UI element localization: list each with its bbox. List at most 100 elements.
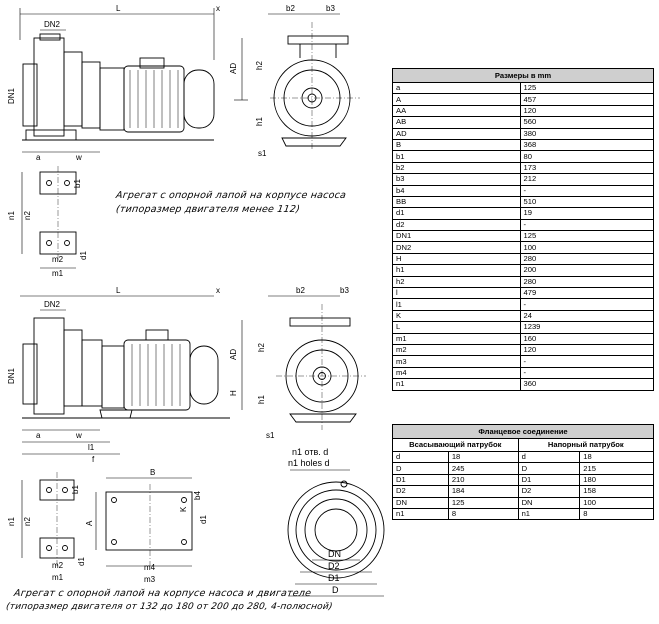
dim-label-AD: AD (229, 63, 238, 74)
dimension-value-cell: 100 (519, 241, 654, 254)
table-row: l1- (392, 298, 654, 311)
dim-label-DN1-bottom: DN1 (7, 367, 16, 384)
flange-value-cell: 8 (579, 507, 654, 521)
flange-holes-label-en: n1 holes d (288, 458, 330, 468)
top-front-view (268, 13, 360, 150)
dimension-value-cell: 479 (519, 287, 654, 300)
dim-label-A: A (85, 520, 94, 526)
dimension-name-cell: a (392, 81, 521, 95)
dimension-name-cell: B (392, 138, 521, 152)
dimension-name-cell: AB (392, 116, 521, 129)
flange-value-cell: 125 (447, 496, 519, 509)
flange-label-D2: D2 (328, 561, 340, 571)
dimension-value-cell: 380 (519, 127, 654, 140)
table-row: m3- (392, 355, 654, 368)
dimension-value-cell: - (519, 355, 654, 368)
technical-drawing: L DN2 x b2 b3 AD DN1 h2 h1 a w s1 b1 n1 … (7, 4, 385, 597)
flange-label-D: D (332, 585, 339, 595)
dim-label-m4: m4 (144, 563, 156, 572)
bottom-front-view (268, 295, 366, 430)
dimension-value-cell: 1239 (519, 321, 654, 334)
dim-label-d1-bottom: d1 (77, 557, 86, 566)
dimension-value-cell: 212 (519, 173, 654, 186)
dimension-name-cell: l (392, 287, 521, 300)
dimension-name-cell: m2 (392, 343, 521, 357)
dim-label-DN1: DN1 (7, 87, 16, 104)
dimension-value-cell: 173 (519, 161, 654, 175)
dimension-value-cell: - (519, 366, 654, 380)
dimension-name-cell: DN2 (392, 241, 521, 254)
dim-label-b4: b4 (193, 491, 202, 500)
dimension-value-cell: 24 (519, 309, 654, 323)
flange-holes-label-ru: n1 отв. d (292, 447, 328, 457)
dim-label-b1-bottom: b1 (71, 485, 80, 494)
dimension-name-cell: L (392, 321, 521, 334)
flange-param-cell: D (392, 462, 449, 475)
flange-param-cell: D (517, 462, 581, 475)
dimension-value-cell: 80 (519, 150, 654, 163)
dimension-name-cell: l1 (392, 298, 521, 311)
dim-label-L-bottom: L (116, 286, 121, 295)
dimension-name-cell: K (392, 309, 521, 323)
flange-param-cell: D1 (517, 473, 581, 487)
flange-param-cell: d (517, 450, 581, 464)
flange-value-cell: 210 (447, 473, 519, 487)
dim-label-n1-bottom: n1 (7, 517, 16, 526)
dimension-name-cell: H (392, 252, 521, 266)
dimensions-table-title: Размеры в mm (392, 68, 654, 83)
dimension-name-cell: h1 (392, 264, 521, 277)
dimension-value-cell: 120 (519, 343, 654, 357)
dimension-name-cell: b3 (392, 173, 521, 186)
dimension-value-cell: 120 (519, 104, 654, 118)
flange-value-cell: 180 (579, 473, 654, 487)
dimension-name-cell: d2 (392, 218, 521, 232)
dim-label-B: B (150, 468, 155, 477)
flange-detail (287, 469, 385, 597)
dim-label-m2-bottom: m2 (52, 561, 64, 570)
dim-label-a: a (36, 153, 41, 162)
dim-label-w-bottom: w (75, 431, 82, 440)
flange-value-cell: 215 (579, 462, 654, 475)
dimension-name-cell: m1 (392, 332, 521, 346)
dimension-name-cell: n1 (392, 378, 521, 391)
dim-label-n2: n2 (23, 211, 32, 220)
dimension-name-cell: b2 (392, 161, 521, 175)
dimension-name-cell: b1 (392, 150, 521, 163)
caption-bottom-line1: Агрегат с опорной лапой на корпусе насос… (13, 588, 312, 599)
table-row: b4- (392, 184, 654, 197)
dim-label-a-bottom: a (36, 431, 41, 440)
dim-label-DN2: DN2 (44, 20, 61, 29)
dim-label-b2: b2 (286, 4, 295, 13)
top-foot-detail (21, 166, 77, 269)
dim-label-h1: h1 (255, 117, 264, 126)
dimension-name-cell: m4 (392, 366, 521, 380)
dim-label-b2-bottom: b2 (296, 286, 305, 295)
discharge-header: Напорный патрубок (517, 438, 655, 452)
dimension-name-cell: b4 (392, 184, 521, 197)
flange-table: Фланцевое соединение Всасывающий патрубо… (392, 424, 655, 521)
dim-label-b3-bottom: b3 (340, 286, 349, 295)
caption-bottom-line2: (типоразмер двигателя от 132 до 180 от 2… (5, 602, 334, 612)
flange-param-cell: DN (392, 496, 449, 509)
dim-label-L: L (116, 4, 121, 13)
dim-label-x-bottom: x (216, 286, 220, 295)
dimension-name-cell: BB (392, 195, 521, 209)
dim-label-d1: d1 (79, 251, 88, 260)
flange-param-cell: D1 (392, 473, 449, 487)
